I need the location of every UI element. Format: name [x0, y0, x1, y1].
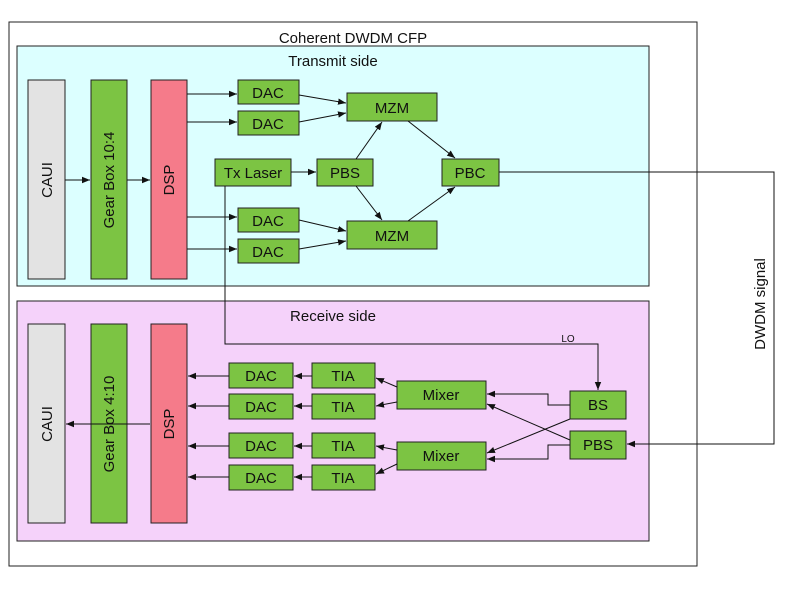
dwdm-signal-path	[499, 171, 775, 448]
rx-tia-3-label: TIA	[331, 438, 354, 455]
rx-mixer-top-to-tia1-arrow	[375, 377, 398, 388]
tx-gearbox-label: Gear Box 10:4	[101, 132, 118, 229]
tx-mzm-top-label: MZM	[375, 100, 409, 117]
receive-title: Receive side	[290, 308, 376, 325]
rx-bs-to-mixer-bottom-arrow	[486, 418, 571, 454]
tx-dac-1	[237, 79, 300, 105]
tx-dsp-block	[150, 79, 188, 280]
rx-dac-4	[228, 464, 294, 491]
lo-label: LO	[561, 334, 575, 345]
tx-pbs-to-mzm-top-arrow	[355, 121, 383, 160]
rx-tia-2-label: TIA	[331, 399, 354, 416]
tx-caui-label: CAUI	[39, 162, 56, 198]
lo-path	[224, 186, 602, 390]
rx-dac-4-label: DAC	[245, 470, 277, 487]
rx-dsp-label: DSP	[161, 409, 178, 440]
tx-mzm-bottom-label: MZM	[375, 228, 409, 245]
rx-caui-label: CAUI	[39, 406, 56, 442]
tx-dac-3-label: DAC	[252, 213, 284, 230]
rx-bs-label: BS	[588, 397, 608, 414]
rx-mixer-top-label: Mixer	[423, 387, 460, 404]
tx-pbs-label: PBS	[330, 165, 360, 182]
rx-caui-block	[27, 323, 66, 524]
tx-pbs-to-mzm-bottom-arrow	[355, 185, 383, 221]
rx-pbs-to-mixer-top-arrow	[486, 403, 571, 441]
rx-dac-1	[228, 362, 294, 389]
rx-bs-to-mixer-top-arrow	[487, 390, 570, 406]
rx-mixer-bottom-to-tia3-arrow	[375, 444, 398, 451]
tx-dac-4	[237, 238, 300, 264]
rx-dac-2-label: DAC	[245, 399, 277, 416]
tx-mzm-top-to-pbc-arrow	[407, 120, 456, 159]
rx-dac-1-label: DAC	[245, 368, 277, 385]
rx-dac-3	[228, 432, 294, 459]
rx-mixer-bottom	[396, 441, 487, 471]
tx-mzm-bottom	[346, 220, 438, 250]
tx-dac1-to-mzm-arrow	[298, 94, 347, 105]
tx-connections	[65, 90, 775, 448]
tx-dac-2	[237, 110, 300, 136]
rx-connections	[66, 372, 571, 481]
rx-mixer-bottom-label: Mixer	[423, 448, 460, 465]
rx-tia-1	[311, 362, 376, 389]
tx-pbc-label: PBC	[455, 165, 486, 182]
rx-dac-3-label: DAC	[245, 438, 277, 455]
tx-dac3-to-mzm-arrow	[298, 219, 347, 233]
rx-dsp-block	[150, 323, 188, 524]
tx-laser-label: Tx Laser	[224, 165, 282, 182]
rx-tia-4	[311, 464, 376, 491]
tx-gearbox-block	[90, 79, 128, 280]
rx-dac-2	[228, 393, 294, 420]
rx-bs-block	[569, 390, 627, 420]
dwdm-signal-label: DWDM signal	[752, 258, 769, 350]
rx-mixer-bottom-to-tia4-arrow	[375, 463, 398, 475]
tx-mzm-top	[346, 92, 438, 122]
rx-mixer-top	[396, 380, 487, 410]
rx-tia-1-label: TIA	[331, 368, 354, 385]
tx-caui-block	[27, 79, 66, 280]
rx-pbs-to-mixer-bottom-arrow	[487, 444, 570, 463]
rx-tia-3	[311, 432, 376, 459]
rx-pbs-label: PBS	[583, 437, 613, 454]
tx-mzm-bottom-to-pbc-arrow	[407, 186, 456, 222]
rx-tia-4-label: TIA	[331, 470, 354, 487]
rx-mixer-top-to-tia2-arrow	[375, 401, 398, 408]
diagram-title: Coherent DWDM CFP	[279, 30, 427, 47]
tx-dac-3	[237, 207, 300, 233]
tx-dsp-label: DSP	[161, 165, 178, 196]
tx-dac2-to-mzm-arrow	[298, 111, 347, 123]
tx-dac-2-label: DAC	[252, 116, 284, 133]
tx-dac-4-label: DAC	[252, 244, 284, 261]
rx-pbs-block	[569, 430, 627, 460]
tx-pbs-block	[316, 158, 374, 187]
tx-dac-1-label: DAC	[252, 85, 284, 102]
transmit-title: Transmit side	[288, 53, 377, 70]
tx-dac4-to-mzm-arrow	[298, 239, 347, 250]
